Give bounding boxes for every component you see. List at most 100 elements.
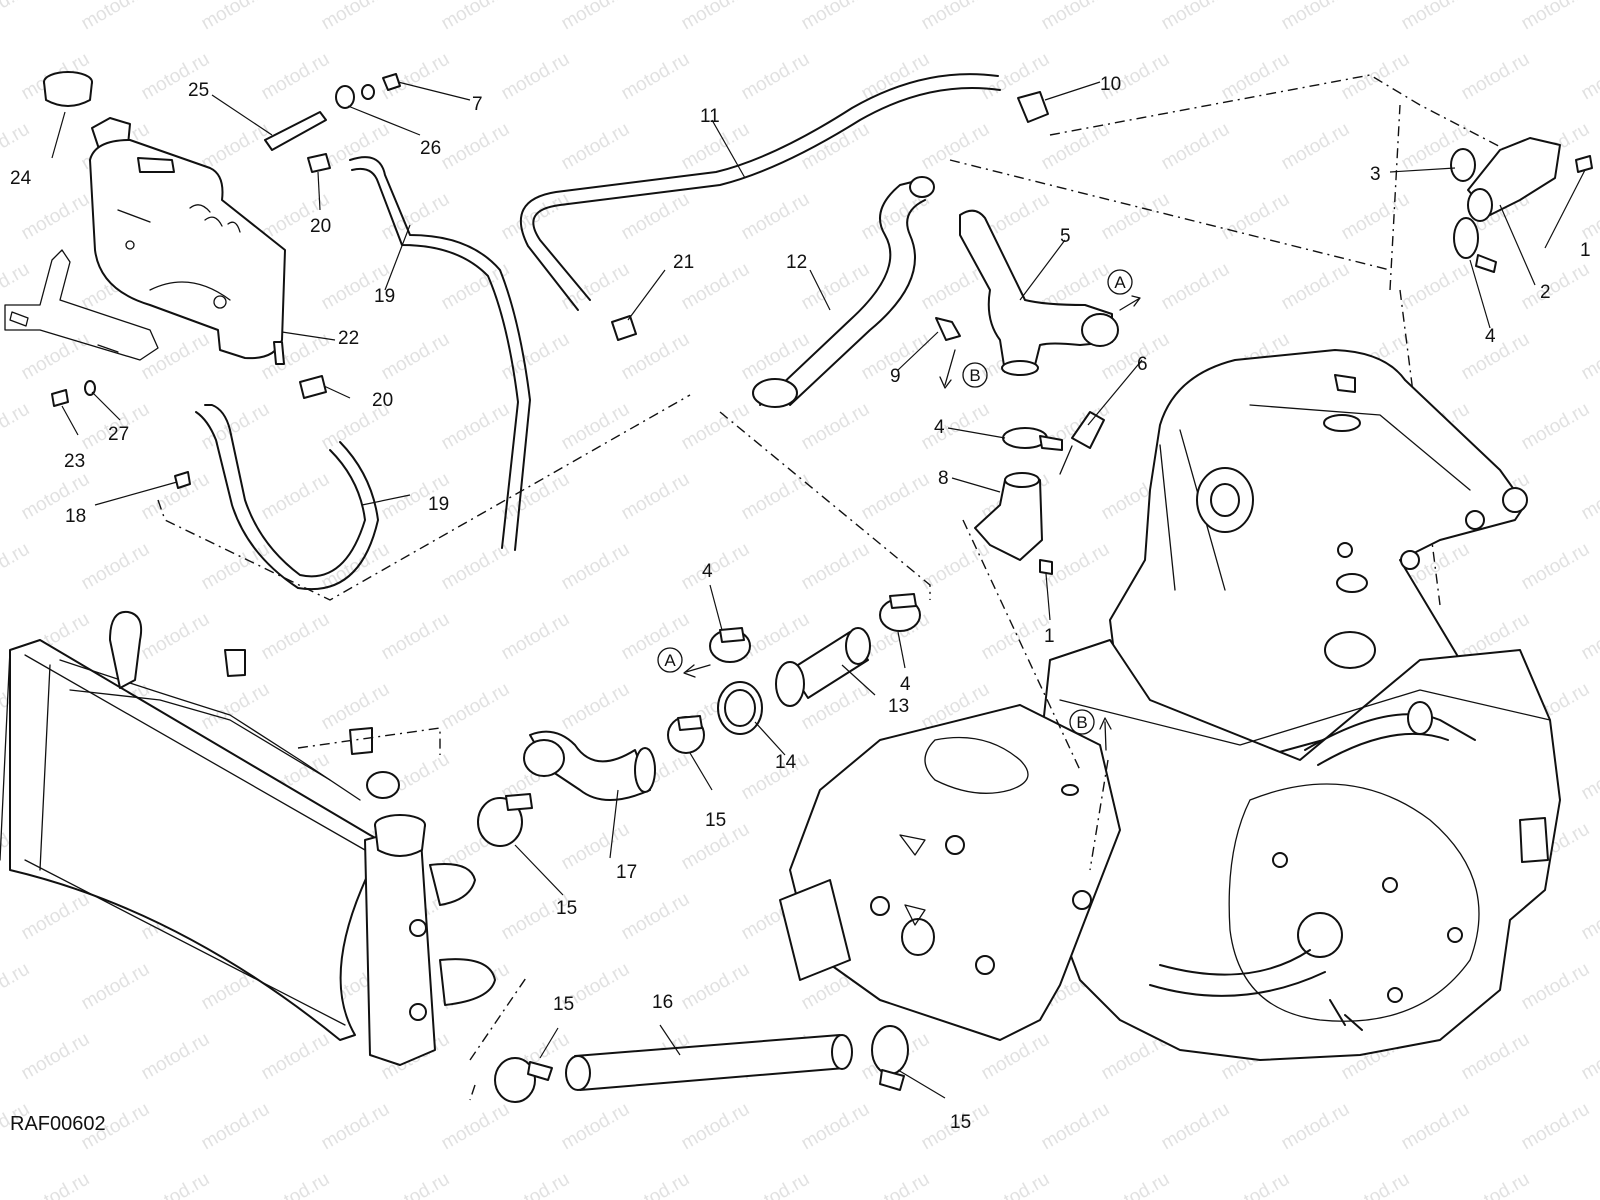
watermark-text: motod.ru xyxy=(1278,0,1353,34)
radiator-side-tank xyxy=(364,824,436,1066)
watermark-text: motod.ru xyxy=(558,1099,633,1155)
watermark-text: motod.ru xyxy=(918,539,993,595)
connection-markers: A B A B xyxy=(657,269,1133,735)
watermark-text: motod.ru xyxy=(978,609,1053,665)
watermark-text: motod.ru xyxy=(138,609,213,665)
expansion-tank-group xyxy=(4,71,691,601)
callout-6: 6 xyxy=(1137,354,1148,375)
callout-2: 2 xyxy=(1540,282,1551,303)
callout-1-top: 1 xyxy=(1580,240,1591,261)
clamp-21 xyxy=(611,315,637,341)
callout-4-thermo: 4 xyxy=(934,417,945,438)
watermark-text: motod.ru xyxy=(258,1029,333,1085)
drawing-code: RAF00602 xyxy=(10,1113,106,1135)
fan-connector xyxy=(224,649,246,677)
callout-19-lower: 19 xyxy=(428,494,449,515)
watermark-text: motod.ru xyxy=(678,959,753,1015)
callout-1-mid: 1 xyxy=(1044,626,1055,647)
watermark-text: motod.ru xyxy=(738,49,813,105)
watermark-text: motod.ru xyxy=(1218,1169,1293,1200)
watermark-text: motod.ru xyxy=(1458,1029,1533,1085)
marker-b-top xyxy=(962,362,988,388)
watermark-text: motod.ru xyxy=(0,399,33,455)
watermark-text: motod.ru xyxy=(438,1099,513,1155)
watermark-text: motod.ru xyxy=(1578,329,1600,385)
callout-4-topright: 4 xyxy=(1485,326,1496,347)
watermark-text: motod.ru xyxy=(678,0,753,34)
watermark-text: motod.ru xyxy=(1578,469,1600,525)
callout-18: 18 xyxy=(65,506,86,527)
marker-b-bottom xyxy=(1069,709,1095,735)
thermostat-housing xyxy=(959,209,1113,373)
thermostat-housing-group xyxy=(935,209,1119,575)
callout-17: 17 xyxy=(616,862,637,883)
overflow-hose-upper xyxy=(349,156,531,551)
callout-5: 5 xyxy=(1060,226,1071,247)
watermark-text: motod.ru xyxy=(1578,1169,1600,1200)
hose-clamp-4 xyxy=(1453,217,1479,259)
watermark-text: motod.ru xyxy=(798,539,873,595)
watermark-text: motod.ru xyxy=(258,609,333,665)
callout-25: 25 xyxy=(188,80,209,101)
watermark-text: motod.ru xyxy=(798,259,873,315)
watermark-text: motod.ru xyxy=(1578,609,1600,665)
watermark-text: motod.ru xyxy=(1278,119,1353,175)
watermark-text: motod.ru xyxy=(1458,49,1533,105)
watermark-text: motod.ru xyxy=(438,0,513,34)
callout-13: 13 xyxy=(888,696,909,717)
expansion-tank xyxy=(89,139,286,360)
marker-b-top-label: B xyxy=(969,366,980,385)
watermark-text: motod.ru xyxy=(198,0,273,34)
callout-19-upper: 19 xyxy=(374,286,395,307)
marker-a-bottom xyxy=(657,647,683,673)
watermark-text: motod.ru xyxy=(438,679,513,735)
screw xyxy=(51,389,69,407)
outlet-fitting-group xyxy=(1450,137,1593,273)
watermark-text: motod.ru xyxy=(1398,1099,1473,1155)
watermark-text: motod.ru xyxy=(918,119,993,175)
watermark-text: motod.ru xyxy=(738,609,813,665)
watermark-text: motod.ru xyxy=(1158,0,1233,34)
watermark-text: motod.ru xyxy=(198,539,273,595)
watermark-text: motod.ru xyxy=(18,1029,93,1085)
watermark-text: motod.ru xyxy=(198,119,273,175)
watermark-text: motod.ru xyxy=(18,189,93,245)
callout-22: 22 xyxy=(338,328,359,349)
radiator-core xyxy=(9,639,383,1041)
watermark-text: motod.ru xyxy=(978,1169,1053,1200)
watermark-text: motod.ru xyxy=(1278,1099,1353,1155)
watermark-text: motod.ru xyxy=(798,0,873,34)
watermark-text: motod.ru xyxy=(798,399,873,455)
hose-clamp xyxy=(307,153,331,173)
watermark-text: motod.ru xyxy=(438,119,513,175)
callout-4-mid: 4 xyxy=(702,561,713,582)
watermark-text: motod.ru xyxy=(1518,1099,1593,1155)
hose-12 xyxy=(759,179,921,406)
watermark-text: motod.ru xyxy=(1518,259,1593,315)
watermark-text: motod.ru xyxy=(18,889,93,945)
radiator xyxy=(0,610,496,1066)
watermark-text: motod.ru xyxy=(498,609,573,665)
watermark-text: motod.ru xyxy=(1518,959,1593,1015)
watermark-text: motod.ru xyxy=(1518,0,1593,34)
watermark-text: motod.ru xyxy=(0,0,33,34)
watermark-text: motod.ru xyxy=(1218,49,1293,105)
watermark-text: motod.ru xyxy=(678,539,753,595)
watermark-text: motod.ru xyxy=(1398,0,1473,34)
outlet-fitting xyxy=(1467,137,1561,216)
callout-7: 7 xyxy=(472,94,483,115)
watermark-text: motod.ru xyxy=(1578,749,1600,805)
callout-3: 3 xyxy=(1370,164,1381,185)
watermark-text: motod.ru xyxy=(1518,539,1593,595)
callout-4-right: 4 xyxy=(900,674,911,695)
watermark-text: motod.ru xyxy=(438,399,513,455)
watermark-text: motod.ru xyxy=(1338,189,1413,245)
watermark-text: motod.ru xyxy=(618,49,693,105)
watermark-text: motod.ru xyxy=(258,1169,333,1200)
hose-11 xyxy=(532,87,1001,301)
watermark-text: motod.ru xyxy=(678,1099,753,1155)
marker-a-bottom-label: A xyxy=(664,651,676,670)
bleed-screw xyxy=(935,317,961,341)
watermark-text: motod.ru xyxy=(558,119,633,175)
watermark-text: motod.ru xyxy=(798,119,873,175)
